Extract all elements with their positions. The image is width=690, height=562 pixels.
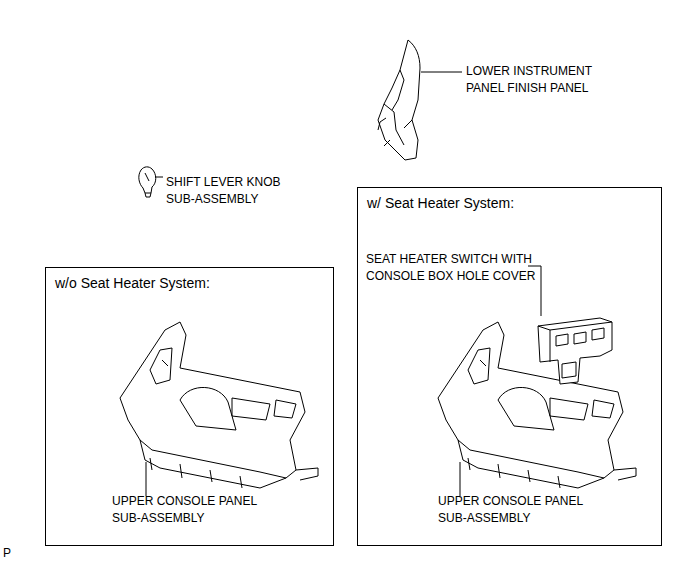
part-name: SHIFT LEVER KNOB SUB-ASSEMBLY bbox=[166, 174, 296, 208]
part-name: LOWER INSTRUMENT PANEL FINISH PANEL bbox=[466, 63, 616, 97]
figure-code: P bbox=[3, 545, 11, 562]
option-box: w/ Seat Heater System: SEAT HEATER SWITCH… bbox=[357, 187, 662, 546]
part-name: UPPER CONSOLE PANEL SUB-ASSEMBLY bbox=[438, 493, 584, 527]
box-heading: w/o Seat Heater System: bbox=[55, 275, 210, 292]
part-name: UPPER CONSOLE PANEL SUB-ASSEMBLY bbox=[112, 493, 258, 527]
shift-knob-drawing bbox=[139, 167, 163, 197]
part-name: SEAT HEATER SWITCH WITH CONSOLE BOX HOLE… bbox=[366, 251, 544, 285]
console-drawing bbox=[120, 322, 318, 496]
box-heading: w/ Seat Heater System: bbox=[367, 195, 514, 212]
switch-drawing bbox=[528, 266, 612, 384]
option-box: w/o Seat Heater System: UPPER CONSOLE PAN… bbox=[45, 267, 334, 546]
finish-panel-drawing bbox=[378, 40, 462, 160]
